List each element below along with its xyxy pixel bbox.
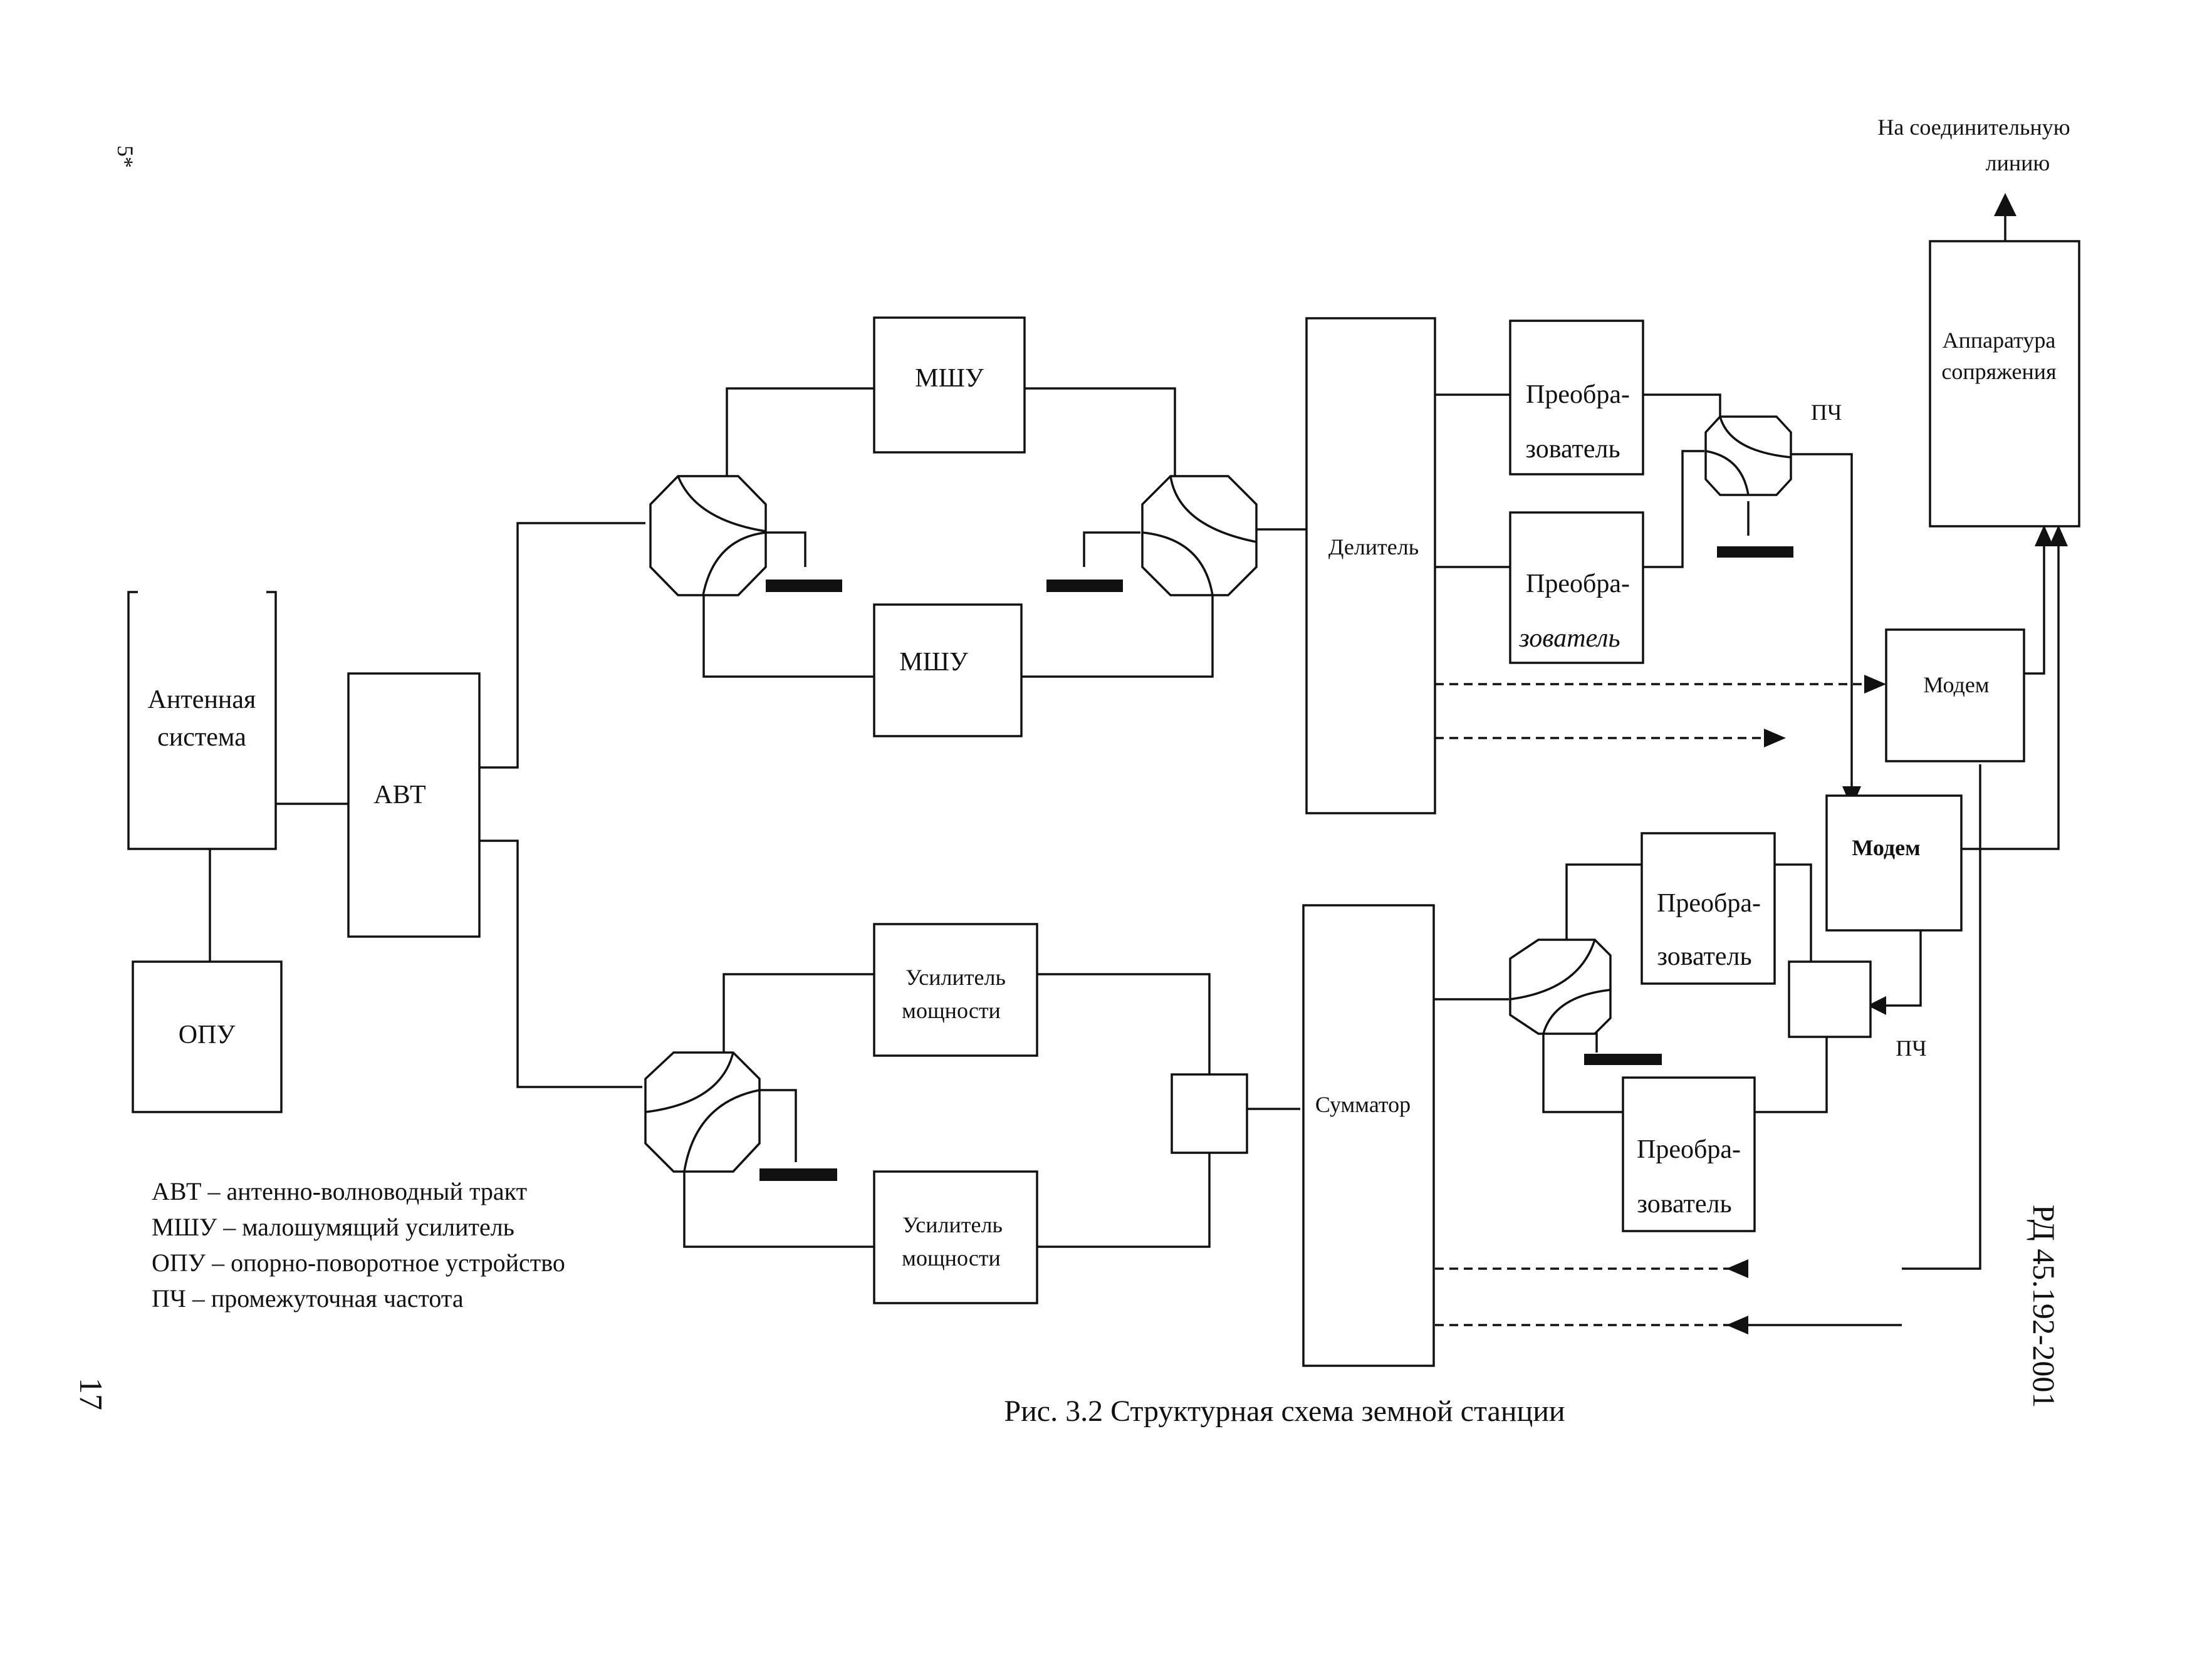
tx-converter-2-block: Преобра- зователь <box>1622 1076 1756 1232</box>
modem-2-block: Модем <box>1825 794 1963 932</box>
legend-item-mshu: МШУ – малошумящий усилитель <box>152 1213 514 1241</box>
pa-top-label-1: Усилитель <box>905 965 1006 990</box>
modem-2-label: Модем <box>1852 835 1920 860</box>
waveguide-switch-rx <box>649 475 767 596</box>
waveguide-switch-lna-out <box>1141 475 1258 596</box>
rx-converter-2-block: Преобра- зователь <box>1509 511 1644 664</box>
tx-converter-2-label-2: зователь <box>1637 1190 1731 1219</box>
antenna-label-1: Антенная <box>148 685 256 714</box>
opu-block: ОПУ <box>132 960 283 1113</box>
combiner-block: Сумматор <box>1302 904 1435 1367</box>
pa-bottom-label-2: мощности <box>902 1245 1001 1271</box>
lna-top-block: МШУ <box>873 316 1026 454</box>
legend-item-opu: ОПУ – опорно-поворотное устройство <box>152 1249 565 1277</box>
arrowheads <box>1726 193 2068 1334</box>
avt-label: АВТ <box>373 781 425 809</box>
output-label-1: На соединительную <box>1877 115 2070 140</box>
opu-label: ОПУ <box>179 1021 236 1049</box>
antenna-label-2: система <box>157 723 246 752</box>
pa-bottom-block: Усилитель мощности <box>873 1170 1038 1304</box>
lna-bottom-block: МШУ <box>873 603 1023 737</box>
rx-converter-1-block: Преобра- зователь <box>1509 320 1644 476</box>
doc-code: РД 45.192-2001 <box>2027 1205 2062 1408</box>
combiner-label: Сумматор <box>1315 1092 1411 1117</box>
tx-converter-1-label-1: Преобра- <box>1657 889 1761 918</box>
if-label-bottom: ПЧ <box>1896 1036 1926 1061</box>
figure-caption: Рис. 3.2 Структурная схема земной станци… <box>1004 1395 1565 1428</box>
waveguide-switch-if <box>1704 415 1792 496</box>
if-switch-box <box>1788 960 1872 1038</box>
tx-converter-1-block: Преобра- зователь <box>1641 832 1776 985</box>
divider-label: Делитель <box>1328 534 1419 559</box>
pa-top-block: Усилитель мощности <box>873 923 1038 1057</box>
interface-equipment-block: Аппаратура сопряжения <box>1929 240 2080 528</box>
corner-mark: 5* <box>113 145 138 168</box>
matched-loads <box>759 546 1793 1181</box>
page-number: 17 <box>73 1378 108 1410</box>
tx-converter-2-label-1: Преобра- <box>1637 1135 1741 1164</box>
waveguide-switch-tx <box>644 1051 761 1173</box>
lna-bottom-label: МШУ <box>899 648 968 677</box>
modem-1-label: Модем <box>1923 672 1989 697</box>
legend-item-pch: ПЧ – промежуточная частота <box>152 1284 464 1313</box>
legend: АВТ – антенно-волноводный тракт МШУ – ма… <box>152 1177 565 1313</box>
interface-label-2: сопряжения <box>1941 359 2056 384</box>
divider-block: Делитель <box>1305 317 1436 814</box>
pa-bottom-label-1: Усилитель <box>902 1212 1003 1237</box>
rx-converter-1-label-2: зователь <box>1525 435 1620 464</box>
tx-converter-1-label-2: зователь <box>1657 942 1751 971</box>
legend-item-avt: АВТ – антенно-волноводный тракт <box>152 1177 527 1205</box>
output-label-2: линию <box>1986 150 2050 175</box>
rx-converter-2-label-2: зователь <box>1518 624 1620 653</box>
pa-top-label-2: мощности <box>902 998 1001 1023</box>
antenna-system-block: Антенная система <box>127 583 277 850</box>
avt-block: АВТ <box>347 672 481 938</box>
modem-1-block: Модем <box>1885 628 2025 762</box>
interface-label-1: Аппаратура <box>1943 328 2056 353</box>
rx-converter-2-label-1: Преобра- <box>1526 569 1630 598</box>
rx-converter-1-label-1: Преобра- <box>1526 380 1630 409</box>
waveguide-switch-upconv <box>1509 938 1612 1035</box>
lna-top-label: МШУ <box>915 364 984 393</box>
if-label-top: ПЧ <box>1811 400 1842 425</box>
dashed-links <box>1435 683 1902 1326</box>
power-combiner-box <box>1171 1073 1248 1154</box>
